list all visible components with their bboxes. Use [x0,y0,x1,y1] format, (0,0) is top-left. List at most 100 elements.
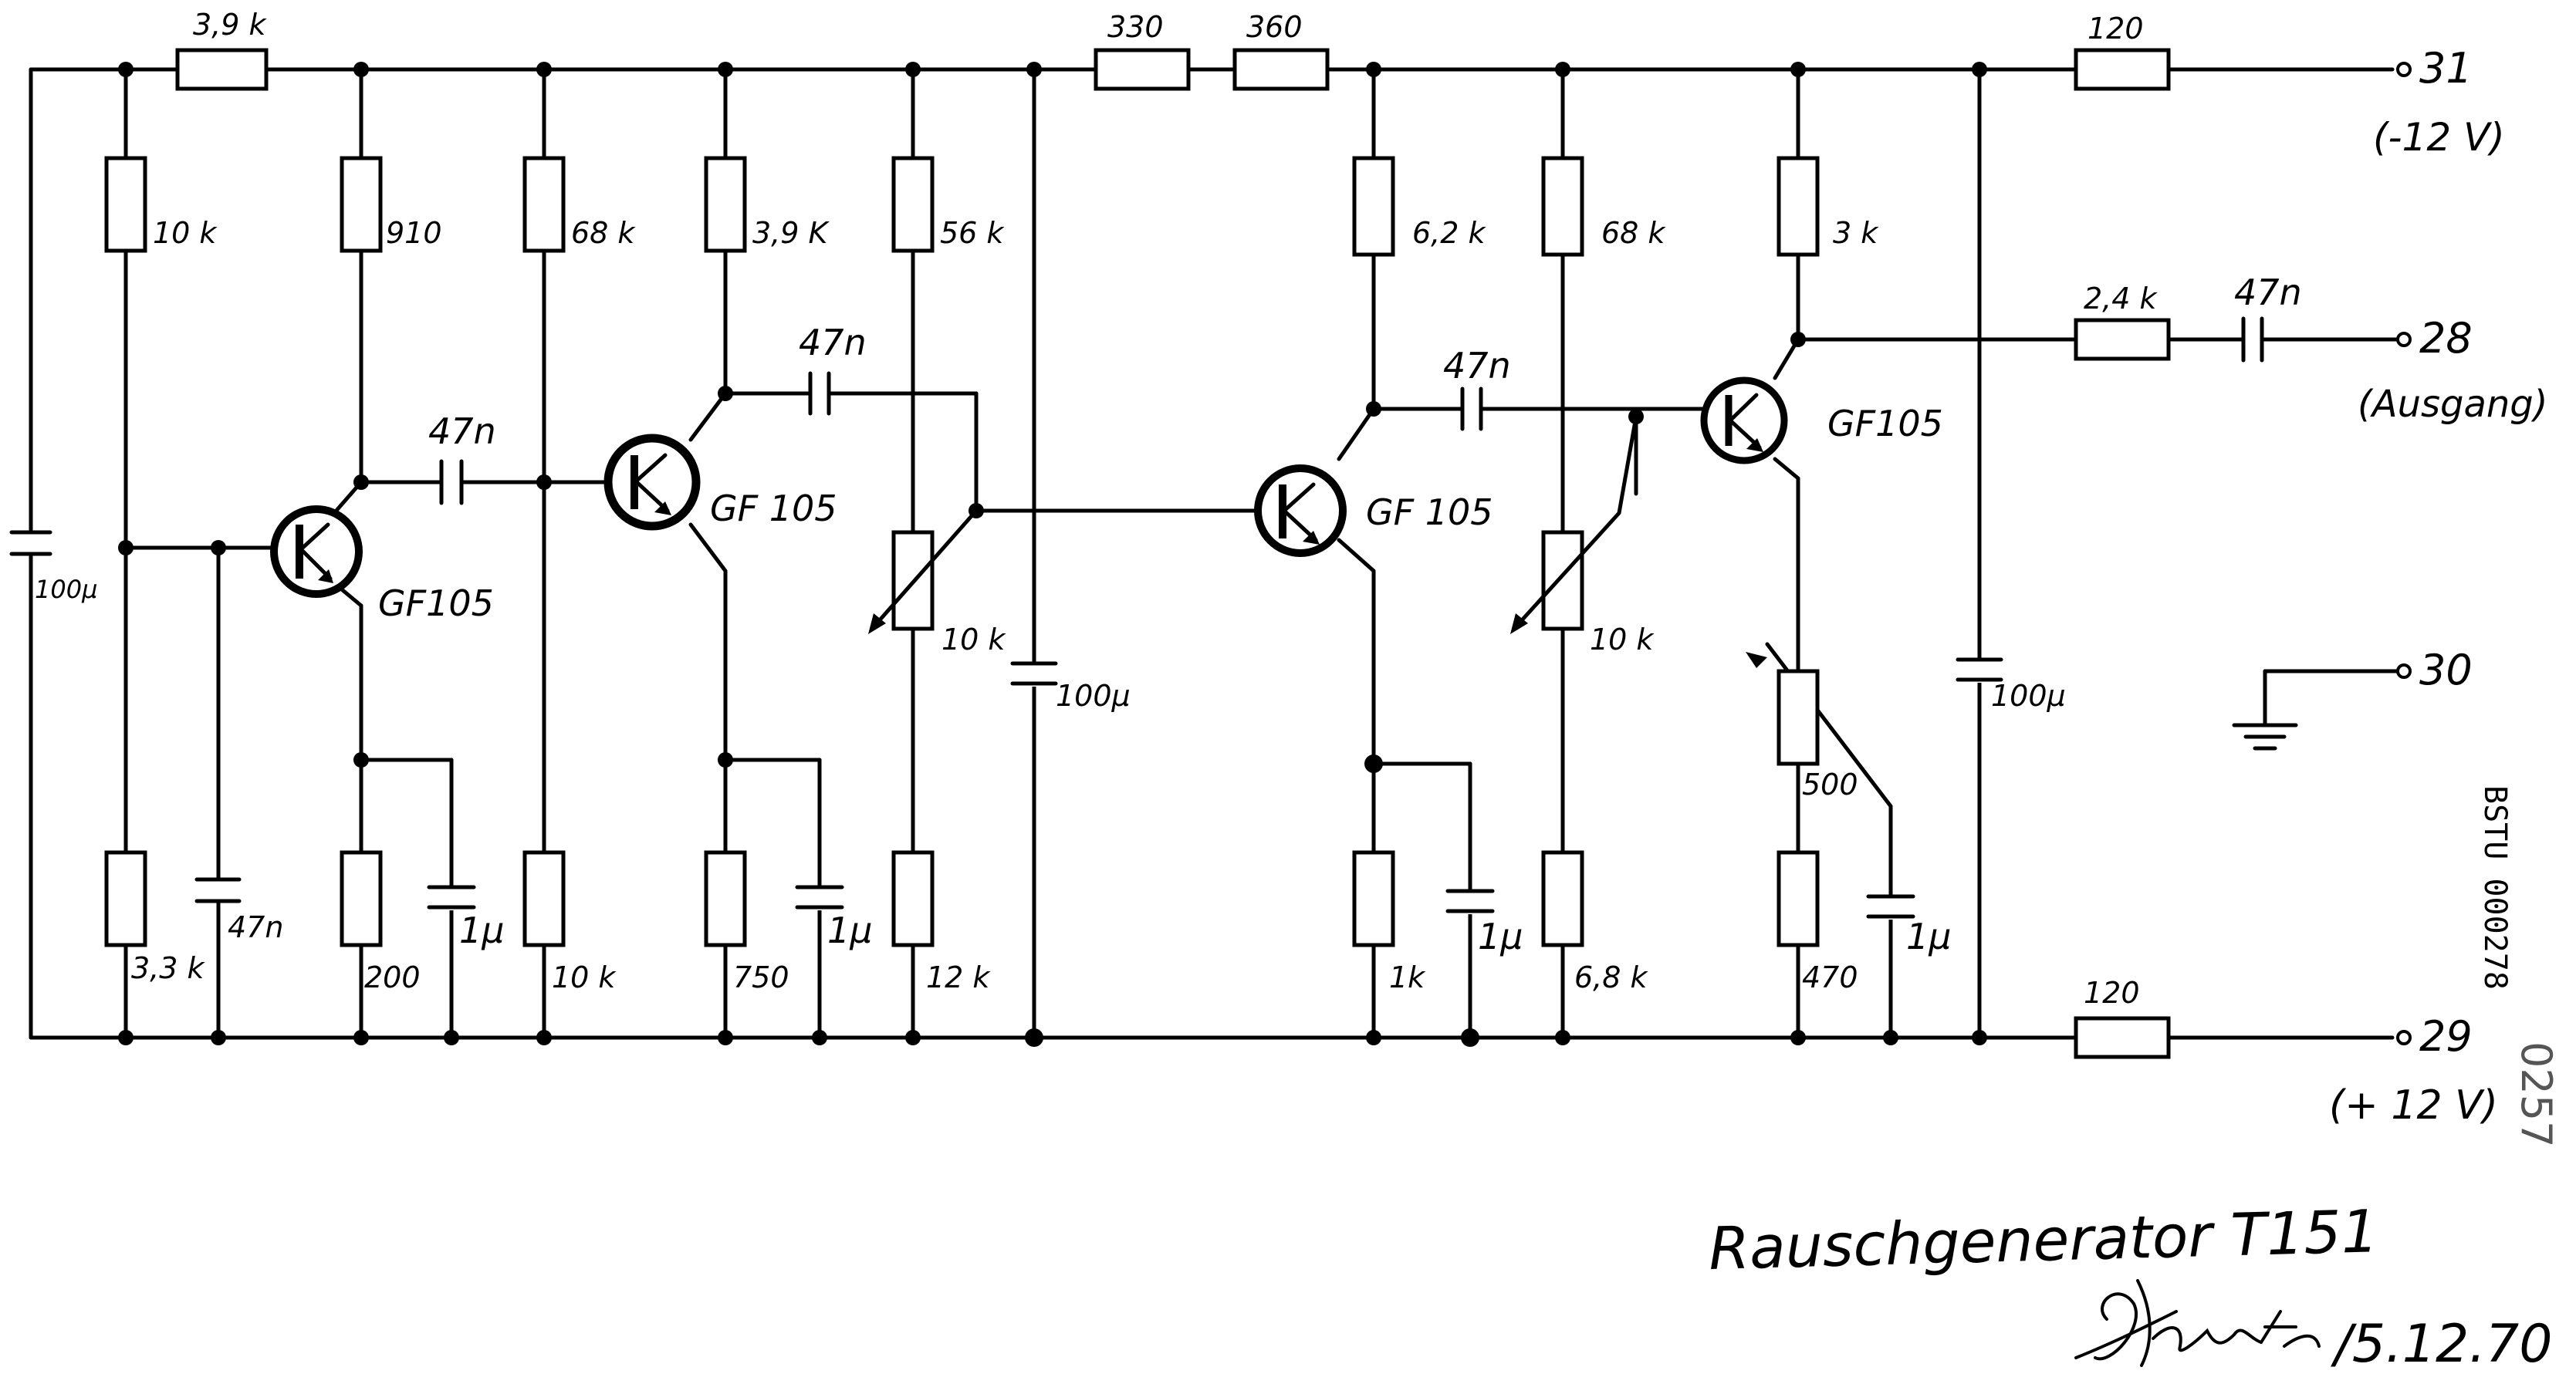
resistor-r15 [340,850,383,947]
capacitor-c1 [9,530,52,556]
resistor-r17 [704,850,747,947]
transistor-t1-label: GF105 [378,582,494,624]
resistor-r6-label: 56 k [940,216,1005,250]
resistor-r3-label: 910 [386,216,442,250]
resistor-r5-label: 3,9 K [752,216,830,250]
potentiometer-p2 [1510,414,1638,634]
capacitor-c13-label: 100µ [1991,679,2066,713]
resistor-r3 [340,156,383,253]
capacitor-c2 [194,877,242,903]
resistor-r9 [1352,156,1395,257]
capacitor-c7 [1010,661,1058,687]
potentiometer-p1 [868,508,979,634]
transistor-t4-label: GF105 [1827,403,1943,444]
transistor-t1 [270,480,363,608]
transistor-t3 [1254,407,1376,573]
resistor-r1-label: 3,9 k [193,8,268,42]
resistor-r4-label: 68 k [571,216,636,250]
resistor-r10-label: 68 k [1601,216,1666,250]
potentiometer-p1-label: 10 k [941,623,1006,657]
diagram-title: Rauschgenerator T151 [1708,1197,2379,1283]
capacitor-c4 [427,885,476,910]
resistor-r9-label: 6,2 k [1412,216,1487,250]
resistor-r4 [522,156,566,253]
terminal-31-label: 31 [2419,44,2473,93]
transistor-t3-label: GF 105 [1366,491,1493,533]
resistor-r11 [1776,156,1820,257]
resistor-r20-label: 6,8 k [1574,960,1649,994]
transistor-t2 [603,391,728,573]
capacitor-c11 [1866,894,1915,920]
potentiometer-p2-label: 10 k [1590,623,1655,657]
terminal-30-label: 30 [2419,646,2473,694]
capacitor-c1-label: 100µ [35,575,97,604]
terminal-31 [2396,62,2412,77]
signature [2074,1279,2321,1367]
capacitor-c10 [2241,316,2264,363]
resistor-r18-label: 12 k [926,960,991,994]
capacitor-c8-label: 47n [1443,345,1511,387]
capacitor-c8 [1460,387,1483,431]
resistor-r8-label: 360 [1246,10,1303,44]
potentiometer-p3-label: 500 [1802,768,1858,802]
resistor-r10 [1541,156,1584,257]
resistor-r8 [1232,48,1330,91]
resistor-r2 [104,156,147,253]
resistor-r1 [175,48,269,91]
terminal-29 [2396,1030,2412,1045]
capacitor-c5 [808,371,831,416]
resistor-r22 [2074,1016,2171,1059]
resistor-r7-label: 330 [1107,10,1164,44]
junction-dots [118,62,1987,1047]
terminal-28-label: 28 [2419,314,2473,363]
resistor-r12 [2074,48,2171,91]
capacitor-c13 [1956,657,2003,683]
capacitor-c10-label: 47n [2234,272,2302,313]
resistor-r7 [1094,48,1191,91]
potentiometer-p3 [1746,652,1820,766]
capacitor-c6 [795,885,844,910]
capacitor-c6-label: 1µ [827,910,873,951]
terminal-29-note: (+ 12 V) [2329,1082,2498,1129]
transistor-t4 [1700,337,1800,481]
resistor-r11-label: 3 k [1833,216,1879,250]
capacitor-c9 [1445,889,1495,914]
capacitor-c4-label: 1µ [459,910,505,951]
resistor-r17-label: 750 [733,960,789,994]
transistor-t2-label: GF 105 [710,488,837,529]
resistor-r19 [1352,850,1395,947]
resistor-r19-label: 1k [1389,960,1426,994]
signature-date: /5.12.70 [2331,1314,2552,1375]
resistor-r16 [522,850,566,947]
resistor-r22-label: 120 [2084,976,2140,1010]
capacitor-c7-label: 100µ [1056,679,1131,713]
resistor-r5 [704,156,747,253]
terminal-30 [2396,663,2412,679]
resistor-r6 [891,156,935,253]
resistor-r18 [891,850,935,947]
margin-note: 0257 [2512,1041,2561,1147]
terminal-29-label: 29 [2419,1012,2473,1061]
resistor-r13 [2074,318,2171,361]
terminal-31-note: (-12 V) [2373,115,2505,160]
resistor-r15-label: 200 [364,960,421,994]
capacitor-c3-label: 47n [428,410,496,452]
terminal-28-note: (Ausgang) [2358,383,2548,426]
capacitor-c9-label: 1µ [1478,916,1523,957]
terminal-28 [2396,332,2412,347]
resistor-r13-label: 2,4 k [2084,282,2158,316]
capacitor-c2-label: 47n [228,910,283,944]
resistor-r12-label: 120 [2088,12,2144,46]
capacitor-c11-label: 1µ [1906,916,1952,957]
resistor-r2-label: 10 k [153,216,218,250]
resistor-r21-label: 470 [1802,960,1858,994]
capacitor-c3 [439,459,464,505]
resistor-r16-label: 10 k [552,960,617,994]
resistor-r14-label: 3,3 k [131,951,206,985]
resistor-r14 [104,850,147,947]
resistor-r20 [1541,850,1584,947]
capacitor-c5-label: 47n [799,322,867,363]
resistor-r21 [1776,850,1820,947]
archive-stamp: BSTU 000278 [2477,785,2513,990]
